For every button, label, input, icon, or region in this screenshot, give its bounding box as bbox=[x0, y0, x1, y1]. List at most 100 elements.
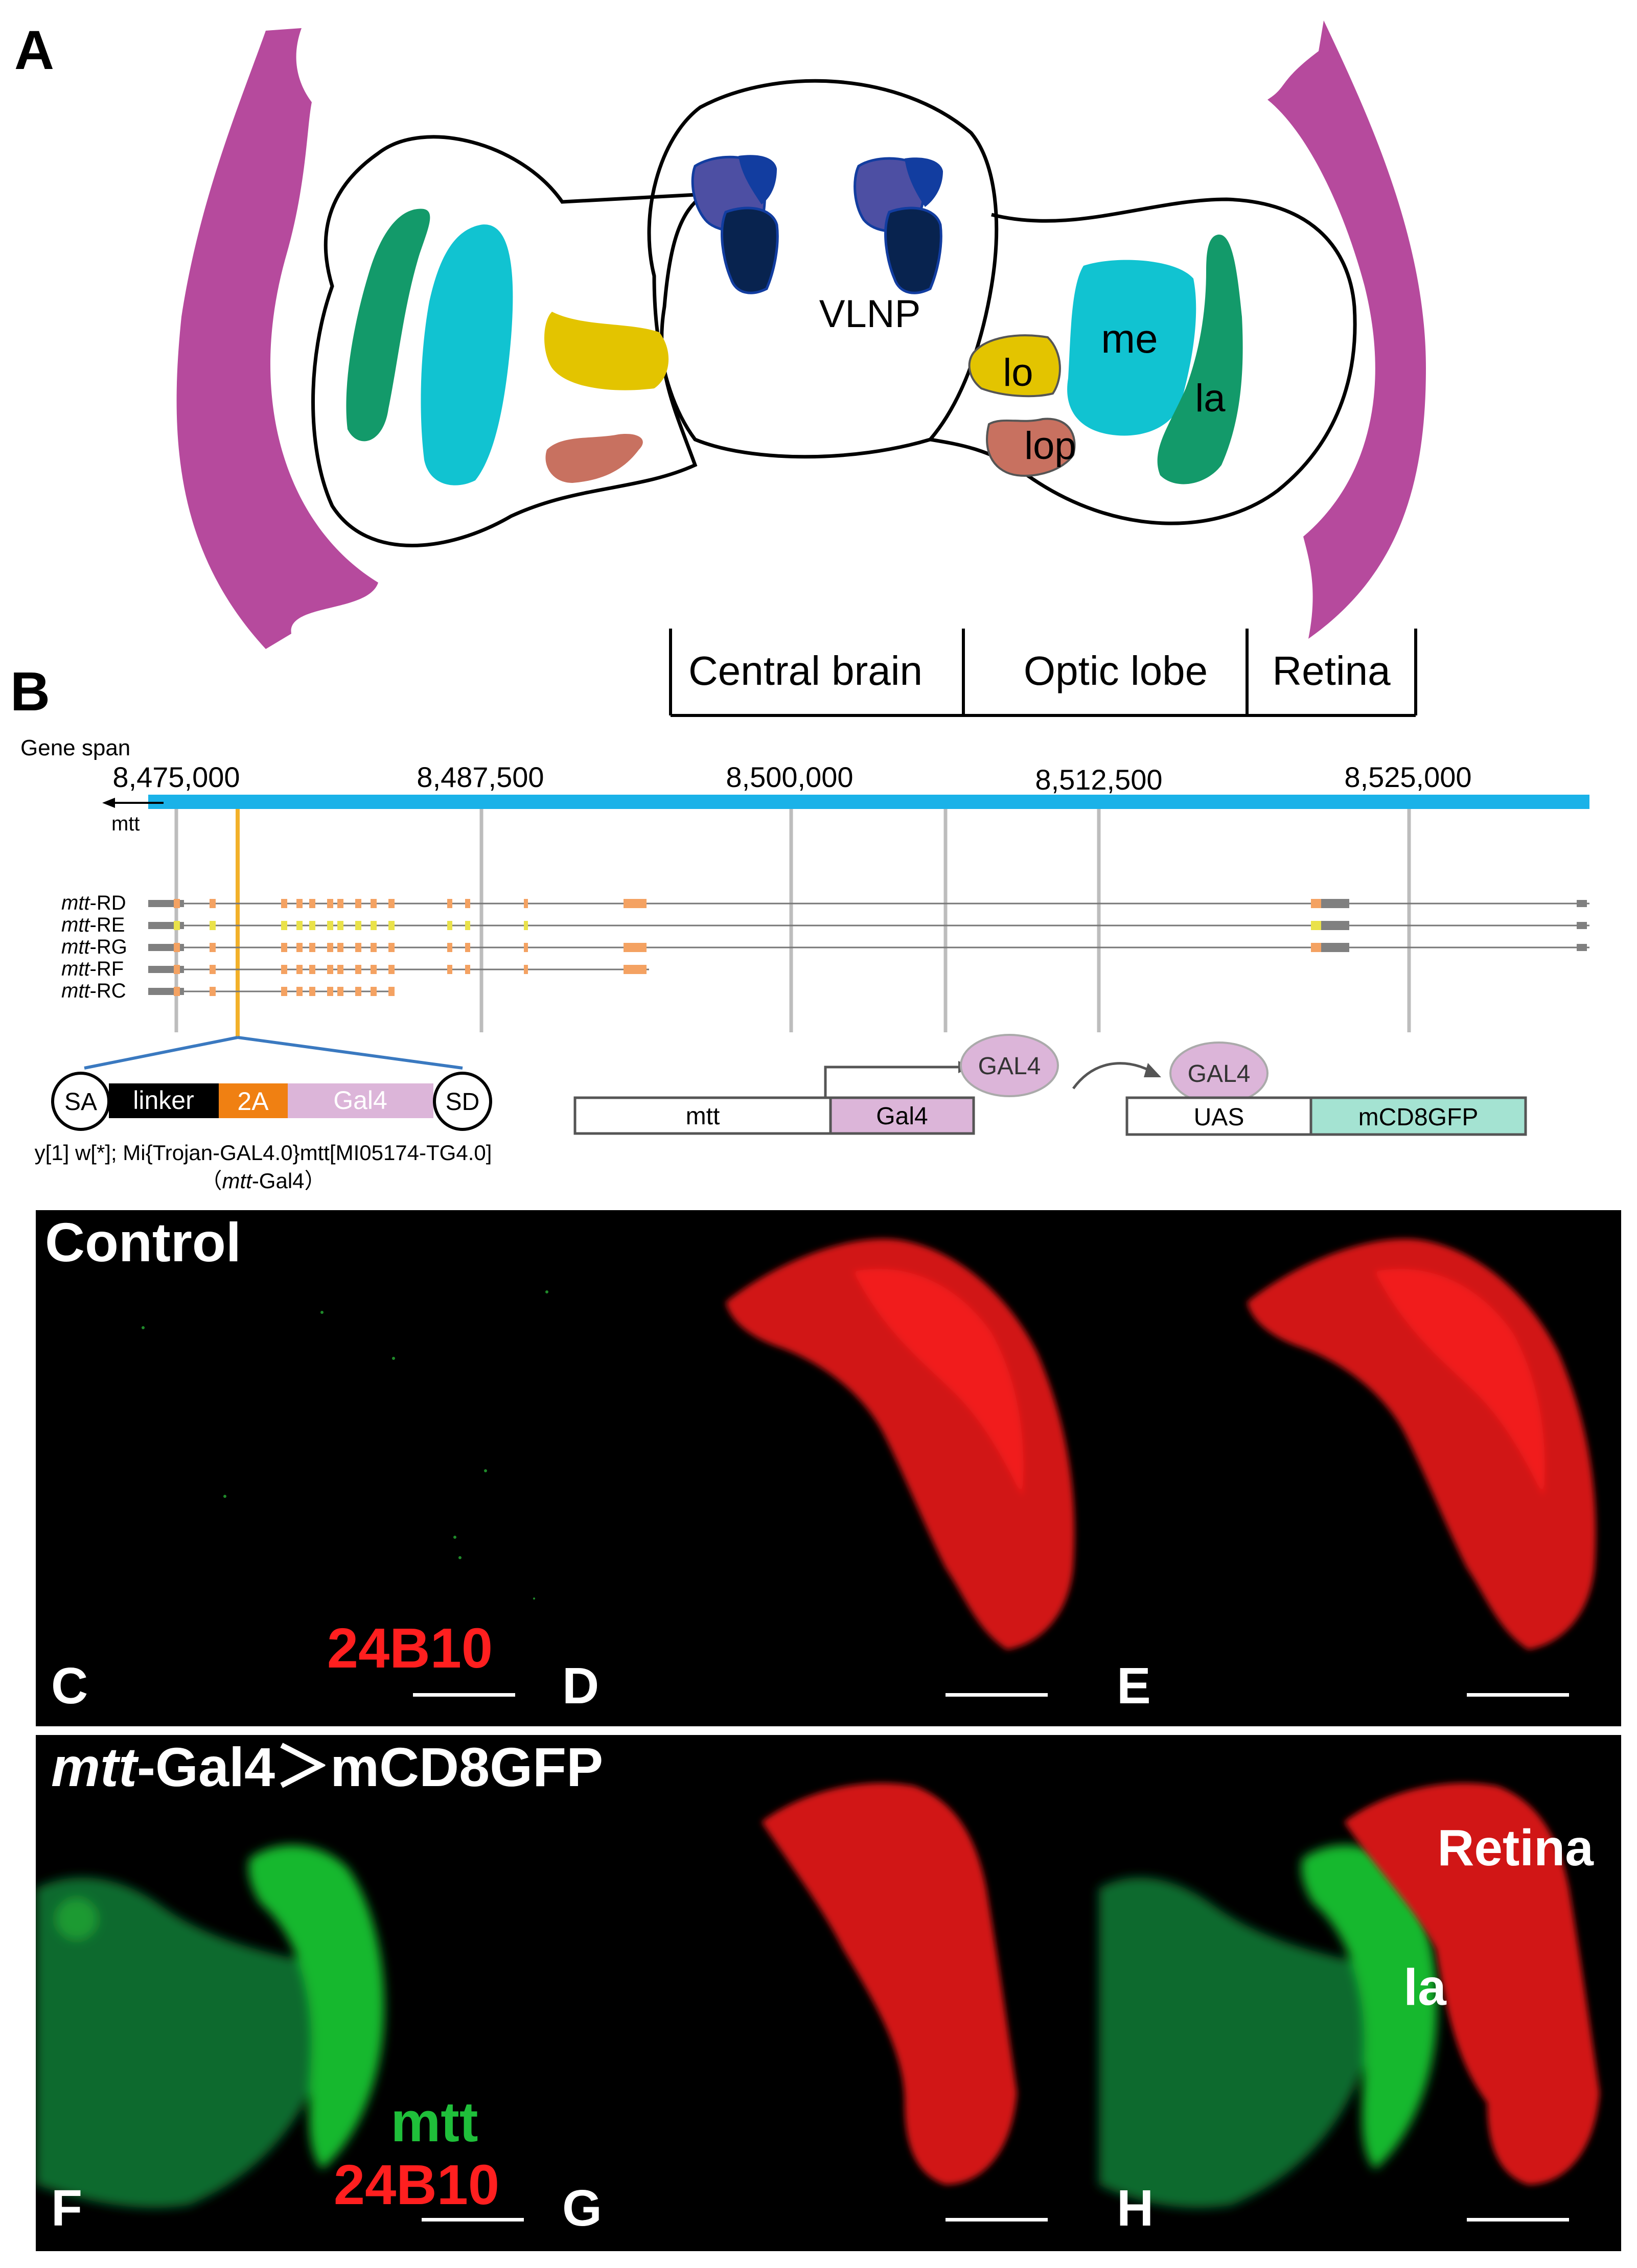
vlnp-right-top bbox=[905, 157, 943, 207]
transcript-exon bbox=[174, 987, 180, 996]
transcript-exon bbox=[1311, 899, 1321, 908]
panel-h-mtt-stain bbox=[1099, 1845, 1437, 2208]
panel-c-letter: C bbox=[51, 1657, 88, 1715]
panel-b-letter: B bbox=[10, 660, 50, 722]
transcript-exon bbox=[465, 921, 470, 930]
transcript-exon bbox=[337, 965, 343, 974]
uas-box bbox=[1125, 1096, 1312, 1136]
expansion-line-right bbox=[237, 1036, 463, 1070]
reporter-box bbox=[1309, 1096, 1527, 1136]
panel-f-mtt-stain bbox=[36, 1845, 384, 2208]
transcript-exon bbox=[296, 899, 303, 908]
region-optic-lobe: Optic lobe bbox=[1024, 648, 1208, 693]
transcript-exon bbox=[281, 987, 287, 996]
right-medulla bbox=[1067, 260, 1196, 436]
gfp-stain-label-red: 24B10 bbox=[334, 2154, 499, 2216]
transcript-exon bbox=[388, 921, 395, 930]
transcript-exon bbox=[355, 943, 361, 952]
panel-d-letter: D bbox=[562, 1657, 599, 1715]
panel-c-green-specks bbox=[142, 1290, 548, 1600]
expansion-line-left bbox=[84, 1036, 238, 1070]
gfp-row-title: mtt-Gal4＞mCD8GFP bbox=[51, 1736, 603, 1798]
cassette-gal4 bbox=[288, 1083, 433, 1118]
la-label: la bbox=[1195, 377, 1226, 420]
scale-bar-e bbox=[1467, 1693, 1569, 1697]
binding-arrowhead bbox=[1144, 1063, 1161, 1077]
transcript-exon bbox=[309, 965, 315, 974]
transcript-exon bbox=[281, 921, 287, 930]
gfp-micrographs: mtt-Gal4＞mCD8GFP F G H mtt 24B10 Retina … bbox=[36, 1736, 1600, 2237]
transcript-exon bbox=[447, 921, 452, 930]
transcript-exon bbox=[355, 899, 361, 908]
cassette-linker bbox=[109, 1083, 219, 1118]
gal4-protein-1-label: GAL4 bbox=[978, 1053, 1041, 1080]
transcript-exon bbox=[296, 987, 303, 996]
transcript-exon bbox=[355, 987, 361, 996]
transcript-exon bbox=[210, 899, 216, 908]
transcript-exon bbox=[337, 899, 343, 908]
transcript-exon bbox=[309, 899, 315, 908]
transcript-label-rd: mtt-RD bbox=[61, 892, 126, 914]
gal4-gene-box-label: Gal4 bbox=[876, 1103, 928, 1130]
transcript-utr bbox=[1577, 944, 1587, 951]
gene-direction-arrowhead bbox=[102, 798, 115, 808]
vlnp-right-dark bbox=[884, 206, 942, 294]
lamina-label: la bbox=[1403, 1959, 1447, 2016]
left-lobula bbox=[544, 312, 669, 390]
transcript-exon bbox=[337, 943, 343, 952]
transcript-exon bbox=[296, 921, 303, 930]
transcript-exon bbox=[174, 899, 180, 908]
transcript-exon bbox=[327, 899, 333, 908]
transcript-exon bbox=[447, 899, 452, 908]
transcript-label-re: mtt-RE bbox=[61, 914, 125, 936]
cassette-gal4-label: Gal4 bbox=[333, 1086, 387, 1115]
transcript-exon bbox=[524, 965, 528, 974]
transcript-exon bbox=[388, 987, 395, 996]
region-central-brain: Central brain bbox=[688, 648, 923, 693]
mtt-gene-box-label: mtt bbox=[686, 1103, 720, 1130]
right-brain-outline bbox=[930, 197, 1357, 525]
transcript-exon bbox=[447, 943, 452, 952]
transcript-exon bbox=[388, 943, 395, 952]
right-lobula bbox=[968, 334, 1061, 398]
transcript-exon bbox=[371, 987, 377, 996]
left-lobula-plate bbox=[545, 434, 643, 483]
transcript-utr bbox=[1321, 899, 1349, 908]
transcript-exon bbox=[309, 921, 315, 930]
transcript-label-rg: mtt-RG bbox=[61, 936, 127, 958]
transcript-exon bbox=[371, 899, 377, 908]
transcript-exon bbox=[281, 965, 287, 974]
transcript-exon bbox=[337, 987, 343, 996]
right-lobula-plate bbox=[986, 418, 1076, 477]
transcript-exon bbox=[388, 899, 395, 908]
right-lamina bbox=[1157, 235, 1243, 484]
transcript-exon bbox=[447, 965, 452, 974]
transcript-exon bbox=[210, 943, 216, 952]
gene-span-bar bbox=[148, 795, 1589, 809]
coordinate-gridlines bbox=[174, 809, 1411, 1032]
transcript-exon bbox=[174, 965, 180, 974]
transcription-arrow bbox=[824, 1066, 961, 1098]
panel-g-letter: G bbox=[562, 2180, 602, 2237]
transcript-exon bbox=[624, 943, 647, 952]
gene-name-label: mtt bbox=[111, 813, 140, 835]
control-micrographs: Control C D E 24B10 bbox=[45, 1211, 1596, 1715]
panel-b-gene-model: B Gene span 8,475,000 8,487,500 8,500,00… bbox=[10, 660, 1589, 1193]
retina-left bbox=[176, 28, 378, 649]
scale-bar-c bbox=[413, 1693, 515, 1697]
panel-d-retina-stain bbox=[726, 1239, 1075, 1650]
gal4-protein-1 bbox=[960, 1034, 1059, 1097]
uas-box-label: UAS bbox=[1194, 1104, 1244, 1131]
transcript-exon bbox=[210, 921, 216, 930]
panel-a-letter: A bbox=[14, 19, 54, 81]
transcript-exon bbox=[1311, 943, 1321, 952]
transcript-exon bbox=[281, 899, 287, 908]
transcript-exon bbox=[371, 965, 377, 974]
vlnp-label: VLNP bbox=[819, 292, 921, 336]
transcript-exon bbox=[465, 943, 470, 952]
scale-bar-f bbox=[422, 2218, 524, 2221]
reporter-box-label: mCD8GFP bbox=[1358, 1104, 1479, 1131]
transcript-exon bbox=[465, 965, 470, 974]
gal4-gene-box bbox=[829, 1096, 975, 1135]
